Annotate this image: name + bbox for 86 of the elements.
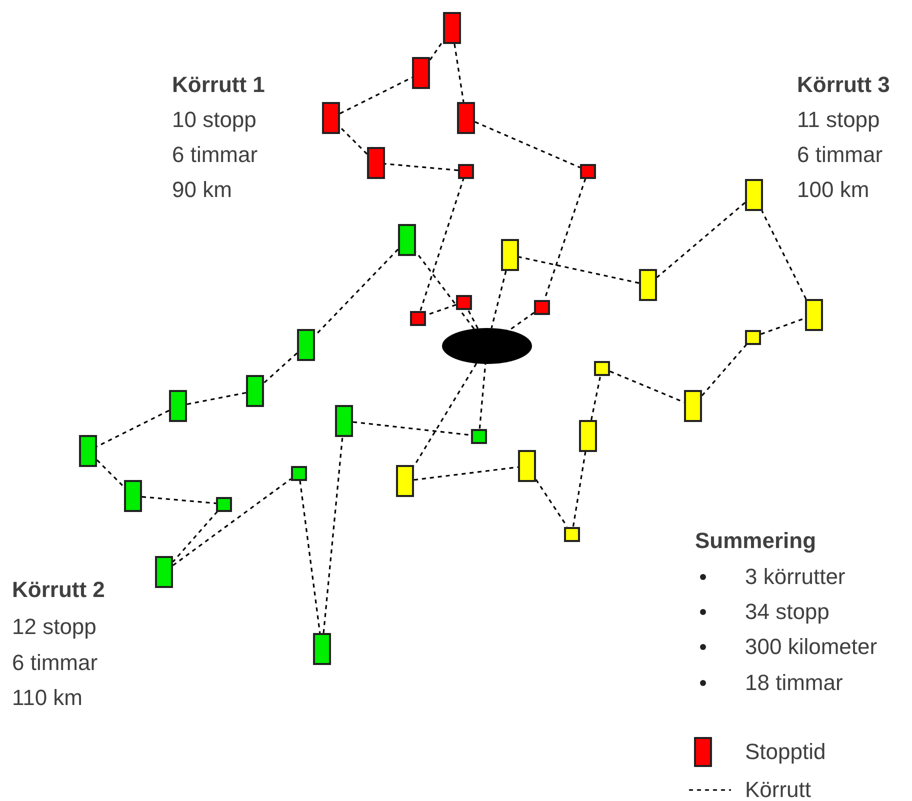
stop-marker: [745, 179, 763, 211]
route-line: [414, 466, 518, 481]
route-detail: 6 timmar: [12, 649, 98, 677]
stop-marker: [313, 633, 331, 665]
route-heading: Körrutt 1: [172, 71, 265, 99]
route-detail: 12 stopp: [12, 613, 96, 641]
legend-label: Stopptid: [745, 738, 826, 766]
route-line: [760, 318, 806, 335]
stop-marker: [410, 310, 426, 326]
summary-item: 3 körrutter: [745, 563, 846, 591]
route-line: [339, 126, 368, 155]
stop-marker: [805, 299, 823, 331]
stop-marker: [169, 390, 187, 422]
route-line: [340, 76, 412, 114]
route-line: [454, 44, 464, 102]
route-line: [590, 375, 602, 420]
summary-item: 18 timmar: [745, 669, 843, 697]
stop-marker: [456, 294, 472, 310]
stop-marker: [457, 102, 475, 134]
route-line: [701, 344, 748, 396]
summary-item: 34 stopp: [745, 598, 830, 626]
stop-marker: [471, 428, 487, 444]
stop-marker: [335, 405, 353, 437]
route-detail: 6 timmar: [172, 141, 258, 169]
stop-marker: [684, 390, 702, 422]
route-line: [761, 210, 807, 300]
stop-marker: [594, 360, 610, 376]
route-line: [535, 479, 568, 527]
stop-marker: [124, 480, 142, 512]
stop-marker: [291, 466, 307, 480]
route-line: [352, 421, 472, 436]
route-line: [415, 251, 475, 330]
route-line: [478, 364, 486, 429]
route-line: [299, 480, 321, 634]
stop-marker: [518, 450, 536, 482]
route-line: [186, 392, 246, 406]
route-heading: Körrutt 2: [12, 576, 105, 604]
stop-marker: [580, 164, 596, 178]
stop-marker: [534, 300, 550, 314]
route-line: [413, 363, 478, 467]
stop-marker: [745, 330, 761, 344]
route-detail: 11 stopp: [797, 106, 880, 134]
stop-marker: [639, 269, 657, 301]
route-detail: 10 stopp: [172, 106, 256, 134]
route-detail: 6 timmar: [797, 141, 883, 169]
stop-marker: [412, 57, 430, 89]
route-heading: Körrutt 3: [797, 71, 890, 99]
stop-marker: [246, 375, 264, 407]
stop-marker: [564, 526, 580, 542]
route-line: [508, 312, 534, 331]
route-detail: 90 km: [172, 176, 232, 204]
route-line: [172, 510, 218, 562]
route-line: [429, 40, 444, 60]
route-line: [572, 452, 586, 527]
route-line: [518, 256, 640, 284]
summary-item: 300 kilometer: [745, 633, 878, 661]
stop-marker: [155, 556, 173, 588]
route-line: [314, 248, 399, 336]
stop-marker: [458, 164, 474, 178]
route-line: [610, 370, 684, 403]
route-detail: 100 km: [797, 176, 870, 204]
route-detail: 110 km: [12, 684, 83, 712]
route-line: [172, 478, 292, 566]
stop-marker: [579, 420, 597, 452]
route-line: [322, 436, 344, 634]
route-heading: Summering: [695, 527, 816, 555]
stop-marker: [216, 496, 232, 512]
route-line: [467, 309, 478, 329]
route-line: [420, 178, 464, 311]
stop-marker: [398, 224, 416, 256]
route-line: [490, 270, 507, 328]
stop-marker: [443, 12, 461, 44]
stop-marker: [501, 239, 519, 271]
legend-label: Körrutt: [745, 776, 812, 801]
stop-marker: [297, 329, 315, 361]
stop-marker: [79, 435, 97, 467]
stop-marker: [322, 102, 340, 134]
route-line: [96, 410, 170, 448]
stop-marker: [396, 465, 414, 497]
route-line: [96, 459, 125, 488]
route-line: [263, 352, 298, 384]
route-line: [142, 496, 216, 504]
route-line: [474, 121, 580, 168]
route-line: [384, 163, 458, 172]
stop-marker: [367, 147, 385, 179]
route-line: [656, 202, 746, 278]
